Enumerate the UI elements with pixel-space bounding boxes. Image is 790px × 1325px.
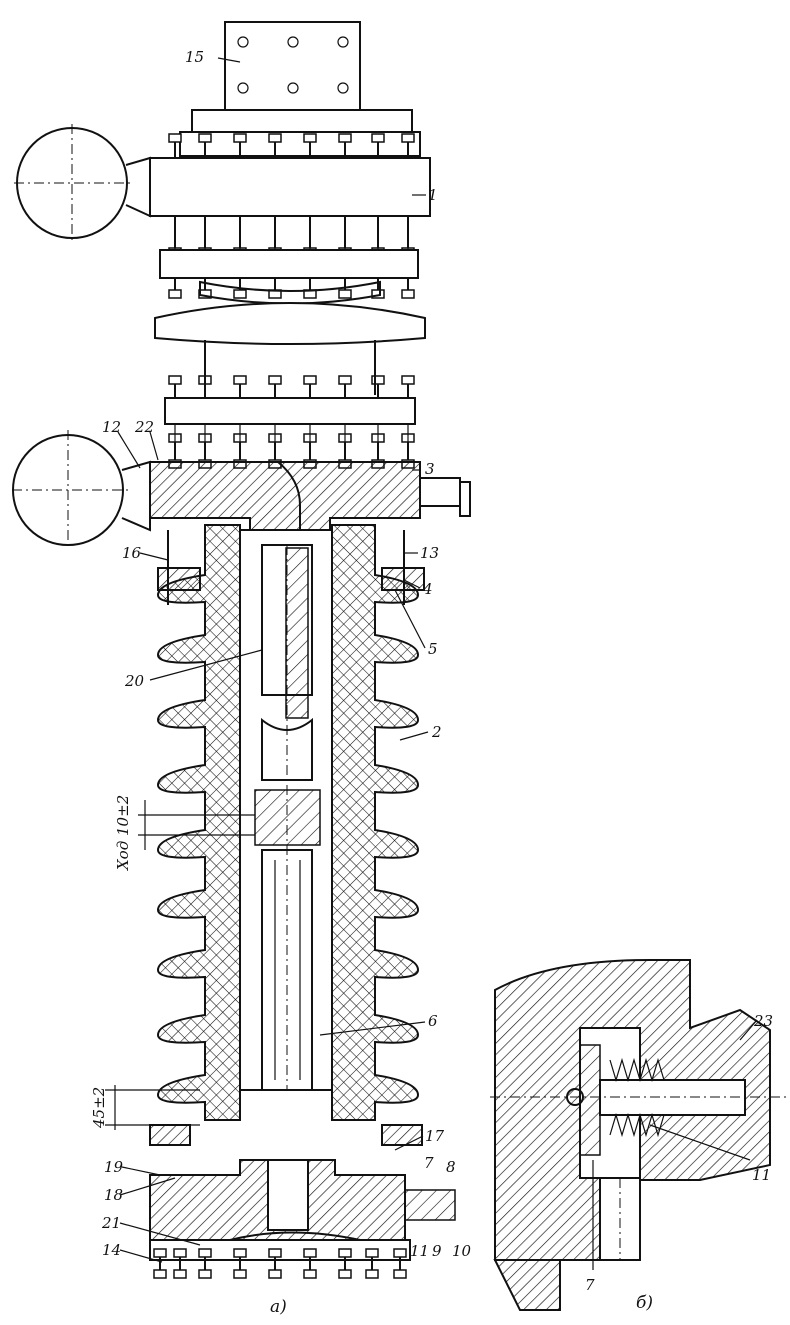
- bolt-nut: [168, 375, 182, 385]
- label-14: 14: [102, 1241, 121, 1259]
- label-11-detail: 11: [752, 1166, 771, 1184]
- bolt-nut: [168, 289, 182, 299]
- height-dimension: 45±2: [90, 1085, 200, 1130]
- label-11: 11: [410, 1242, 429, 1260]
- label-18: 18: [104, 1186, 123, 1204]
- label-23: 23: [753, 1012, 773, 1030]
- middle-flange: [164, 397, 416, 458]
- bolt-nut: [401, 289, 415, 299]
- bolt-nut: [303, 375, 317, 385]
- porcelain-insulator-2: [156, 524, 420, 1121]
- bolt-nut: [233, 133, 247, 143]
- label-17: 17: [425, 1127, 445, 1145]
- part-labels: 15 1 12 22 3 13 16 4 5 20 2 6 17 19 18 2…: [101, 48, 773, 1294]
- bolt-nut: [173, 1269, 187, 1279]
- label-20: 20: [124, 672, 145, 690]
- bolt-nut: [371, 133, 385, 143]
- bolt-nut: [303, 1248, 317, 1258]
- bolt-nut: [198, 1269, 212, 1279]
- label-7-detail: 7: [585, 1276, 595, 1294]
- label-10: 10: [452, 1242, 472, 1260]
- stroke-dimension-text: Ход 10±2: [114, 795, 132, 871]
- bolt-nut: [268, 1248, 282, 1258]
- leader-lines: [117, 57, 758, 1270]
- bolt-nut: [365, 1248, 379, 1258]
- label-2: 2: [431, 723, 442, 741]
- bolt-nut: [338, 289, 352, 299]
- stroke-dimension: Ход 10±2: [114, 795, 255, 871]
- inner-cavity: [239, 529, 333, 1091]
- label-22: 22: [134, 418, 154, 436]
- label-12: 12: [102, 418, 121, 436]
- housing-3: [149, 461, 471, 531]
- label-15: 15: [185, 48, 204, 66]
- bolt-nut: [371, 375, 385, 385]
- upper-insulator: [154, 280, 426, 395]
- bolt-nut: [168, 133, 182, 143]
- upper-sphere: [14, 124, 151, 242]
- label-3: 3: [425, 460, 435, 478]
- label-7: 7: [424, 1154, 434, 1172]
- bolt-nut: [233, 289, 247, 299]
- label-5: 5: [428, 640, 438, 658]
- bolt-nut: [268, 1269, 282, 1279]
- bolt-nut: [338, 133, 352, 143]
- height-dimension-text: 45±2: [90, 1087, 108, 1129]
- bolt-nut: [198, 133, 212, 143]
- bolt-nut: [198, 1248, 212, 1258]
- bolt-nut: [303, 133, 317, 143]
- bolt-nut: [338, 1269, 352, 1279]
- bolt-nut: [393, 1269, 407, 1279]
- label-8: 8: [446, 1158, 456, 1176]
- label-9: 9: [432, 1242, 442, 1260]
- bolt-row-bottom: [153, 1248, 407, 1279]
- label-19: 19: [104, 1158, 124, 1176]
- label-16: 16: [122, 544, 142, 562]
- caption-a: а): [270, 1297, 287, 1317]
- bolt-nut: [173, 1248, 187, 1258]
- bolt-nut: [401, 133, 415, 143]
- bolt-nut: [233, 1248, 247, 1258]
- bolt-nut: [338, 1248, 352, 1258]
- label-21: 21: [101, 1214, 121, 1232]
- label-1: 1: [428, 186, 438, 204]
- bottom-base: [149, 1124, 456, 1261]
- lower-sphere: [12, 430, 151, 550]
- bolt-nut: [153, 1269, 167, 1279]
- bolt-nut: [303, 1269, 317, 1279]
- bolt-nut: [393, 1248, 407, 1258]
- detail-view-b: [490, 959, 790, 1311]
- label-4: 4: [422, 580, 433, 598]
- bolt-nut: [338, 375, 352, 385]
- bolt-nut: [268, 375, 282, 385]
- bolt-nut: [365, 1269, 379, 1279]
- bolt-nut: [233, 375, 247, 385]
- bolt-nut: [371, 289, 385, 299]
- upper-flange-1: [149, 157, 431, 279]
- bolt-nut: [268, 133, 282, 143]
- caption-b: б): [636, 1293, 653, 1313]
- bolt-nut: [401, 375, 415, 385]
- label-13: 13: [420, 544, 439, 562]
- bolt-nut: [153, 1248, 167, 1258]
- bolt-nut: [233, 1269, 247, 1279]
- label-6: 6: [428, 1012, 438, 1030]
